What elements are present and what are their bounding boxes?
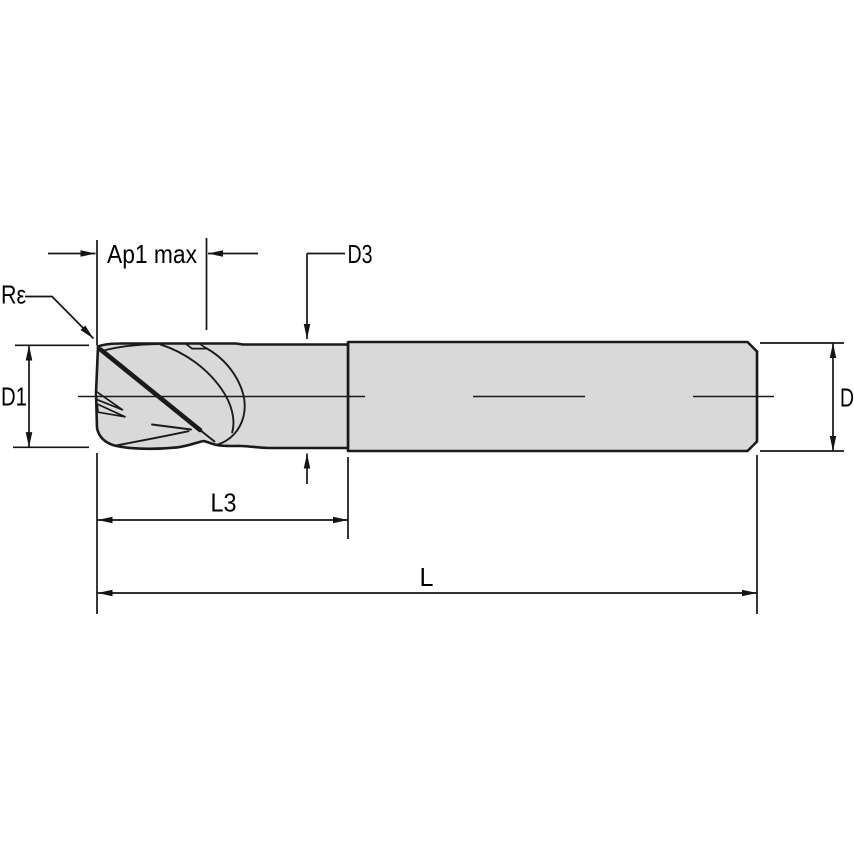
flute-cutting-edge: [98, 347, 203, 433]
d1-label: D1: [1, 382, 27, 412]
flute-gash-line: [151, 423, 192, 431]
flute-cutting-edge-tail: [199, 429, 216, 443]
d-label: D: [840, 383, 854, 413]
flute-lower-arc: [115, 430, 190, 447]
flute-curve-inner: [159, 343, 235, 434]
d3-label: D3: [348, 239, 373, 269]
flute-curve-outer: [205, 347, 246, 446]
dim-d1: D1: [1, 344, 89, 449]
end-tooth-lower: [96, 403, 126, 418]
l3-label: L3: [211, 488, 237, 518]
ap1-max-label: Ap1 max: [107, 239, 197, 269]
dim-d3: D3: [303, 239, 373, 484]
dim-corner-radius: Rε: [1, 280, 95, 340]
dim-l: L: [96, 453, 758, 614]
corner-radius-leader: [25, 295, 95, 340]
flute-top-arc: [101, 343, 159, 352]
dim-ap1-max: Ap1 max: [48, 238, 258, 346]
dim-d: D: [760, 342, 854, 452]
dim-l3: L3: [97, 457, 349, 539]
tool-body: [78, 340, 774, 453]
l-label: L: [420, 562, 434, 592]
corner-radius-label: Rε: [1, 280, 26, 310]
flute-top-notch: [184, 342, 210, 350]
